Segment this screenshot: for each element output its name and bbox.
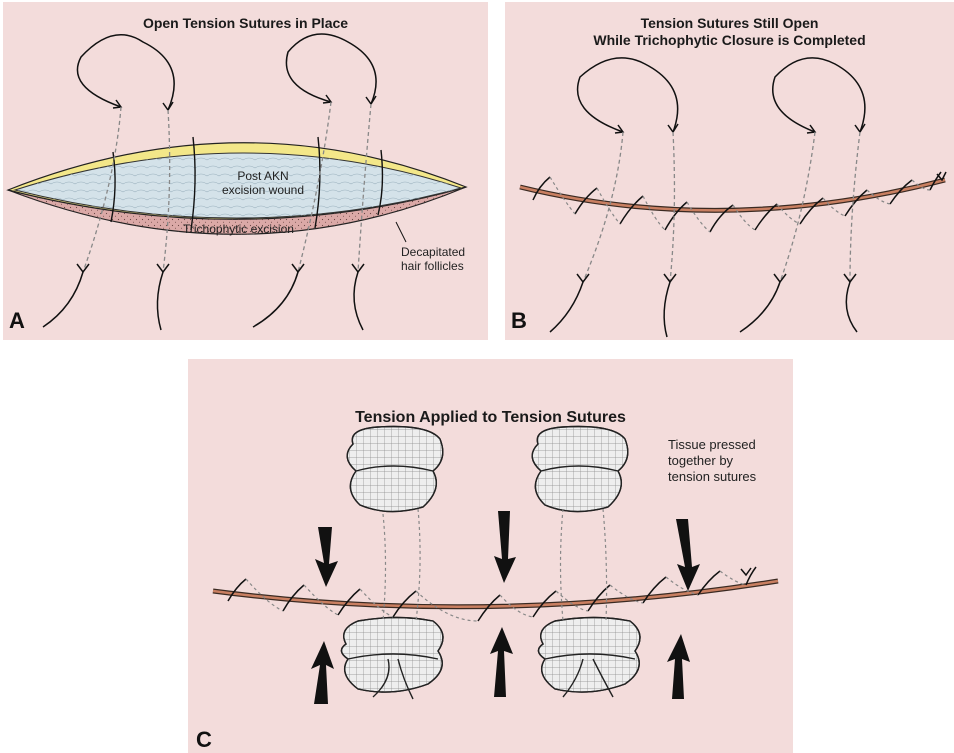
panel-b-illustration xyxy=(505,2,954,340)
panel-a-letter: A xyxy=(9,308,25,334)
wound-label-line1: Post AKN xyxy=(208,169,318,183)
suture-tail-icon xyxy=(550,274,857,337)
panel-c-letter: C xyxy=(196,727,212,753)
follicle-label-line2: hair follicles xyxy=(401,259,464,273)
panel-c-illustration xyxy=(188,359,793,753)
suture-loop-icon xyxy=(77,34,376,110)
bolster-icon xyxy=(538,618,640,698)
note-line1: Tissue pressed xyxy=(668,437,756,453)
suture-tail-icon xyxy=(43,264,364,330)
note-line2: together by xyxy=(668,453,733,469)
follicle-label-line1: Decapitated xyxy=(401,245,465,259)
wound-label-line2: excision wound xyxy=(208,183,318,197)
panel-b-letter: B xyxy=(511,308,527,334)
bolster-icon xyxy=(347,427,443,512)
suture-loop-icon xyxy=(578,58,865,133)
panel-b: Tension Sutures Still Open While Trichop… xyxy=(505,2,954,340)
note-line3: tension sutures xyxy=(668,469,756,485)
bolster-icon xyxy=(532,427,628,512)
bolster-icon xyxy=(341,618,443,700)
panel-a: Open Tension Sutures in Place xyxy=(3,2,488,340)
band-label: Trichophytic excision xyxy=(183,222,294,236)
panel-c: Tension Applied to Tension Sutures xyxy=(188,359,793,753)
